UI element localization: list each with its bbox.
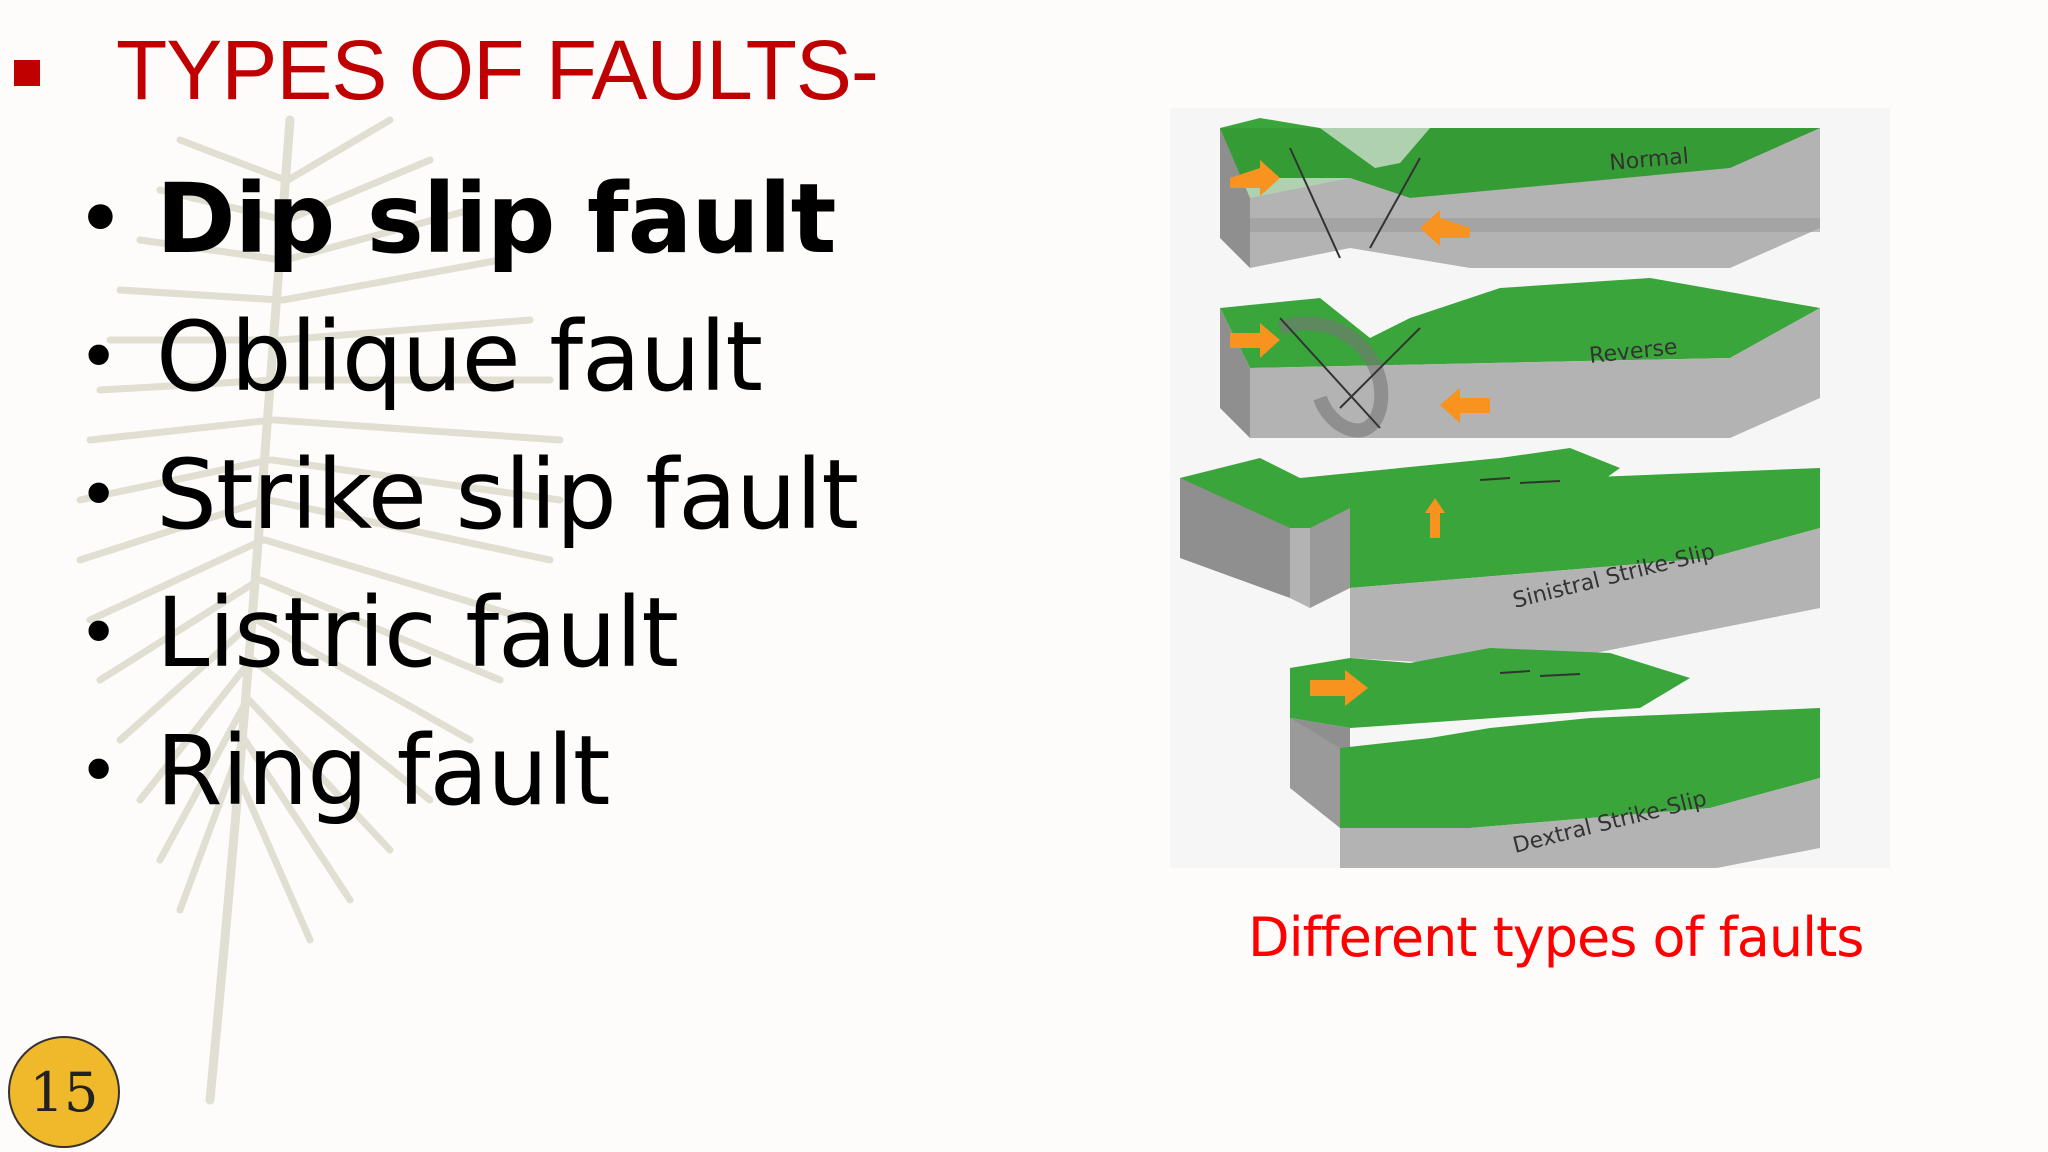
bullet-label: Oblique fault bbox=[156, 301, 763, 413]
bullet-label: Ring fault bbox=[156, 715, 610, 827]
title-bullet-square bbox=[14, 60, 40, 86]
feather-watermark bbox=[76, 115, 564, 1105]
normal-fault-block: Normal bbox=[1220, 118, 1820, 268]
bullet-dot: • bbox=[78, 730, 119, 812]
bullet-item: • Strike slip fault bbox=[78, 426, 859, 564]
bullet-dot: • bbox=[78, 316, 119, 398]
bullet-item: • Listric fault bbox=[78, 564, 858, 702]
bullet-label: Strike slip fault bbox=[156, 439, 859, 551]
fault-types-diagram: Normal Reverse Sinistral Strike-Slip bbox=[1170, 108, 1890, 868]
reverse-fault-block: Reverse bbox=[1220, 278, 1820, 438]
bullet-label: Dip slip fault bbox=[156, 163, 837, 275]
bullet-item: • Ring fault bbox=[78, 702, 858, 840]
bullet-item: • Oblique fault bbox=[78, 288, 858, 426]
page-number-badge: 15 bbox=[8, 1036, 120, 1148]
bullet-dot: • bbox=[78, 592, 119, 674]
slide-title-row: TYPES OF FAULTS- bbox=[14, 18, 879, 122]
bullet-label: Listric fault bbox=[156, 577, 679, 689]
bullet-dot: • bbox=[78, 454, 119, 536]
dextral-strike-slip-block: Dextral Strike-Slip bbox=[1290, 648, 1820, 868]
sinistral-strike-slip-block: Sinistral Strike-Slip bbox=[1180, 448, 1820, 668]
bullet-item: • Dip slip fault bbox=[78, 150, 858, 288]
bullet-list: • Dip slip fault • Oblique fault • Strik… bbox=[78, 150, 859, 840]
figure-caption: Different types of faults bbox=[1248, 906, 1864, 969]
slide-title: TYPES OF FAULTS- bbox=[116, 23, 879, 117]
bullet-dot: • bbox=[78, 178, 123, 260]
